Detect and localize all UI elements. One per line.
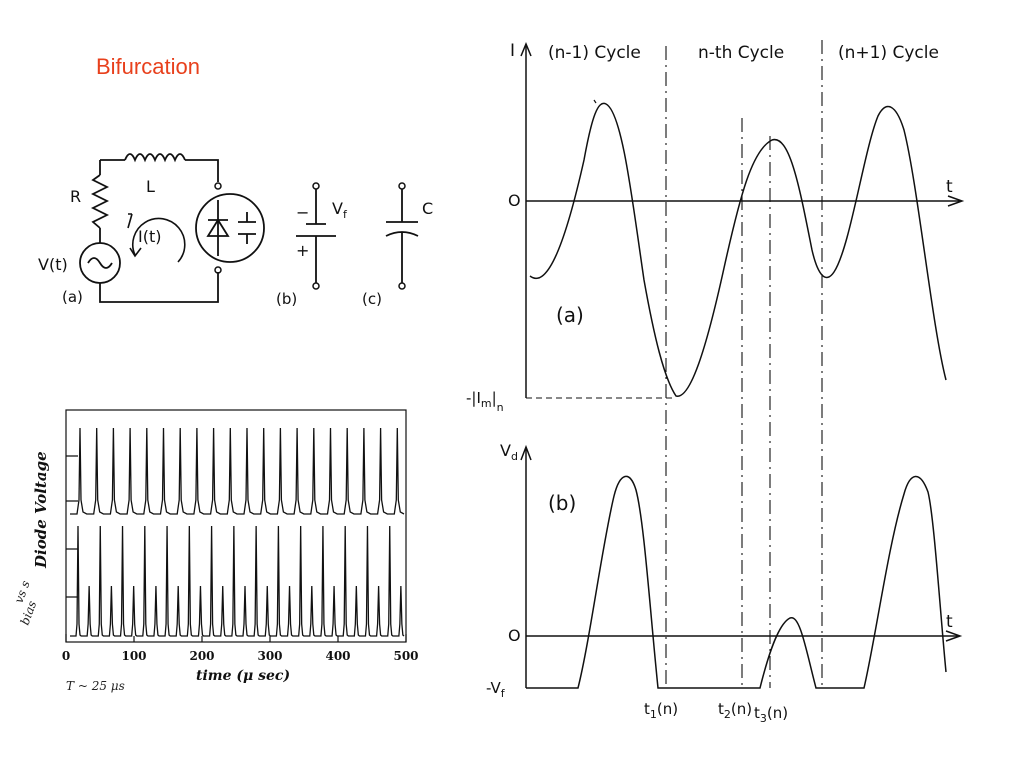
- zero-label-a: O: [508, 191, 521, 210]
- vf-label: -Vf: [486, 679, 506, 700]
- voltage-trace-top: [70, 427, 405, 515]
- ac-source-sine: [87, 257, 113, 269]
- x-tick-label: 100: [121, 649, 146, 663]
- plot-ticks: [65, 455, 407, 642]
- battery-plus: +: [296, 241, 309, 260]
- cycle-prev-label: (n-1) Cycle: [548, 43, 641, 63]
- t2-label: t2(n): [718, 700, 752, 721]
- label-b: (b): [276, 290, 297, 308]
- panel-a-label: (a): [556, 303, 584, 327]
- diode-symbol: [206, 218, 230, 237]
- current-tick: [127, 213, 133, 229]
- handwritten-note-3: T ~ 25 μs: [66, 679, 125, 693]
- t1-label: t1(n): [644, 700, 678, 721]
- cycle-next-label: (n+1) Cycle: [838, 43, 939, 63]
- time-label-b: t: [946, 612, 953, 632]
- zero-label-b: O: [508, 626, 521, 645]
- current-label: I(t): [138, 227, 161, 246]
- inductor-label: L: [146, 177, 155, 196]
- diode-voltage-waveform: [526, 475, 947, 689]
- x-tick-labels: 0 100 200 300 400 500: [62, 649, 419, 663]
- x-tick-label: 400: [325, 649, 350, 663]
- capacitor-symbol: [385, 182, 419, 290]
- x-tick-label: 300: [257, 649, 282, 663]
- t3-label: t3(n): [754, 704, 788, 725]
- ac-source: [79, 242, 121, 284]
- resistor-label: R: [70, 187, 81, 206]
- resistor: [90, 174, 110, 229]
- current-axis-label: I: [510, 41, 515, 61]
- voltage-trace-bottom: [70, 525, 405, 637]
- wire-bottom: [99, 272, 219, 303]
- label-c: (c): [362, 290, 382, 308]
- tick-mark: [593, 99, 597, 104]
- x-tick-label: 0: [62, 649, 70, 663]
- current-arrowhead: [129, 247, 142, 258]
- node-top: [214, 182, 222, 190]
- time-label-a: t: [946, 177, 953, 197]
- x-tick-label: 500: [393, 649, 418, 663]
- waveform-diagram: I (n-1) Cycle n-th Cycle (n+1) Cycle t O…: [466, 40, 965, 725]
- plot-ylabel: Diode Voltage: [32, 451, 50, 569]
- diode-voltage-plot: 0 100 200 300 400 500 Diode Voltage time (μ s…: [12, 409, 419, 693]
- battery-symbol: [296, 182, 336, 290]
- im-label: -|Im|n: [466, 389, 504, 414]
- diode-circle: [195, 193, 265, 263]
- label-a: (a): [62, 288, 83, 306]
- capacitor-label: C: [422, 199, 433, 218]
- plot-xlabel: time (μ sec): [196, 668, 290, 684]
- x-tick-label: 200: [189, 649, 214, 663]
- voltage-axis-arrow: [520, 444, 532, 461]
- battery-minus: −: [296, 203, 309, 222]
- current-loop: [132, 217, 186, 263]
- plot-frame: [65, 409, 407, 643]
- node-bottom: [214, 266, 222, 274]
- wire-top: [100, 159, 219, 182]
- voltage-axis-label: Vd: [500, 441, 518, 463]
- current-axis-arrow: [520, 42, 532, 57]
- circuit-diagram: R L V(t) I(t) (a) − + Vf (b) C (c): [38, 153, 433, 308]
- slide-title: Bifurcation: [96, 54, 200, 79]
- diode-capacitor: [238, 212, 256, 244]
- panel-b-label: (b): [548, 491, 576, 515]
- time-axis-a-arrow: [947, 195, 965, 207]
- cycle-n-label: n-th Cycle: [698, 43, 784, 63]
- time-axis-b-arrow: [945, 630, 963, 642]
- battery-vf: Vf: [332, 199, 348, 221]
- source-label: V(t): [38, 255, 68, 274]
- inductor: [124, 153, 186, 163]
- current-waveform: [529, 102, 947, 397]
